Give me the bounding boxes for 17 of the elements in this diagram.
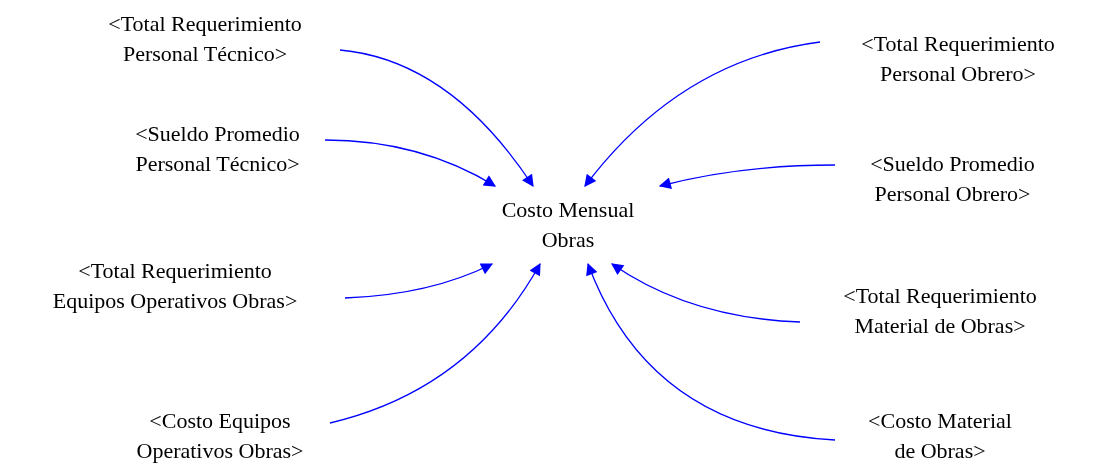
shadow-variable-label: <Sueldo Promedio Personal Técnico>: [134, 120, 301, 178]
arrow: [586, 262, 836, 441]
arrow: [324, 139, 497, 187]
arrow: [611, 263, 801, 323]
shadow-variable-label: <Costo Equipos Operativos Obras>: [135, 407, 305, 465]
shadow-variable-label: <Total Requerimiento Equipos Operativos Obras>: [51, 257, 299, 315]
shadow-variable-label: <Total Requerimiento Personal Técnico>: [107, 10, 303, 68]
arrow: [344, 263, 494, 299]
variable-label: Costo Mensual Obras: [500, 196, 636, 254]
arrow: [329, 262, 541, 424]
shadow-variable-label: <Costo Material de Obras>: [867, 407, 1013, 465]
arrow: [584, 41, 821, 187]
arrow: [339, 49, 534, 187]
shadow-variable-label: <Total Requerimiento Material de Obras>: [842, 282, 1038, 340]
shadow-variable-label: <Sueldo Promedio Personal Obrero>: [869, 150, 1036, 208]
shadow-variable-label: <Total Requerimiento Personal Obrero>: [860, 30, 1056, 88]
arrow: [658, 164, 836, 190]
